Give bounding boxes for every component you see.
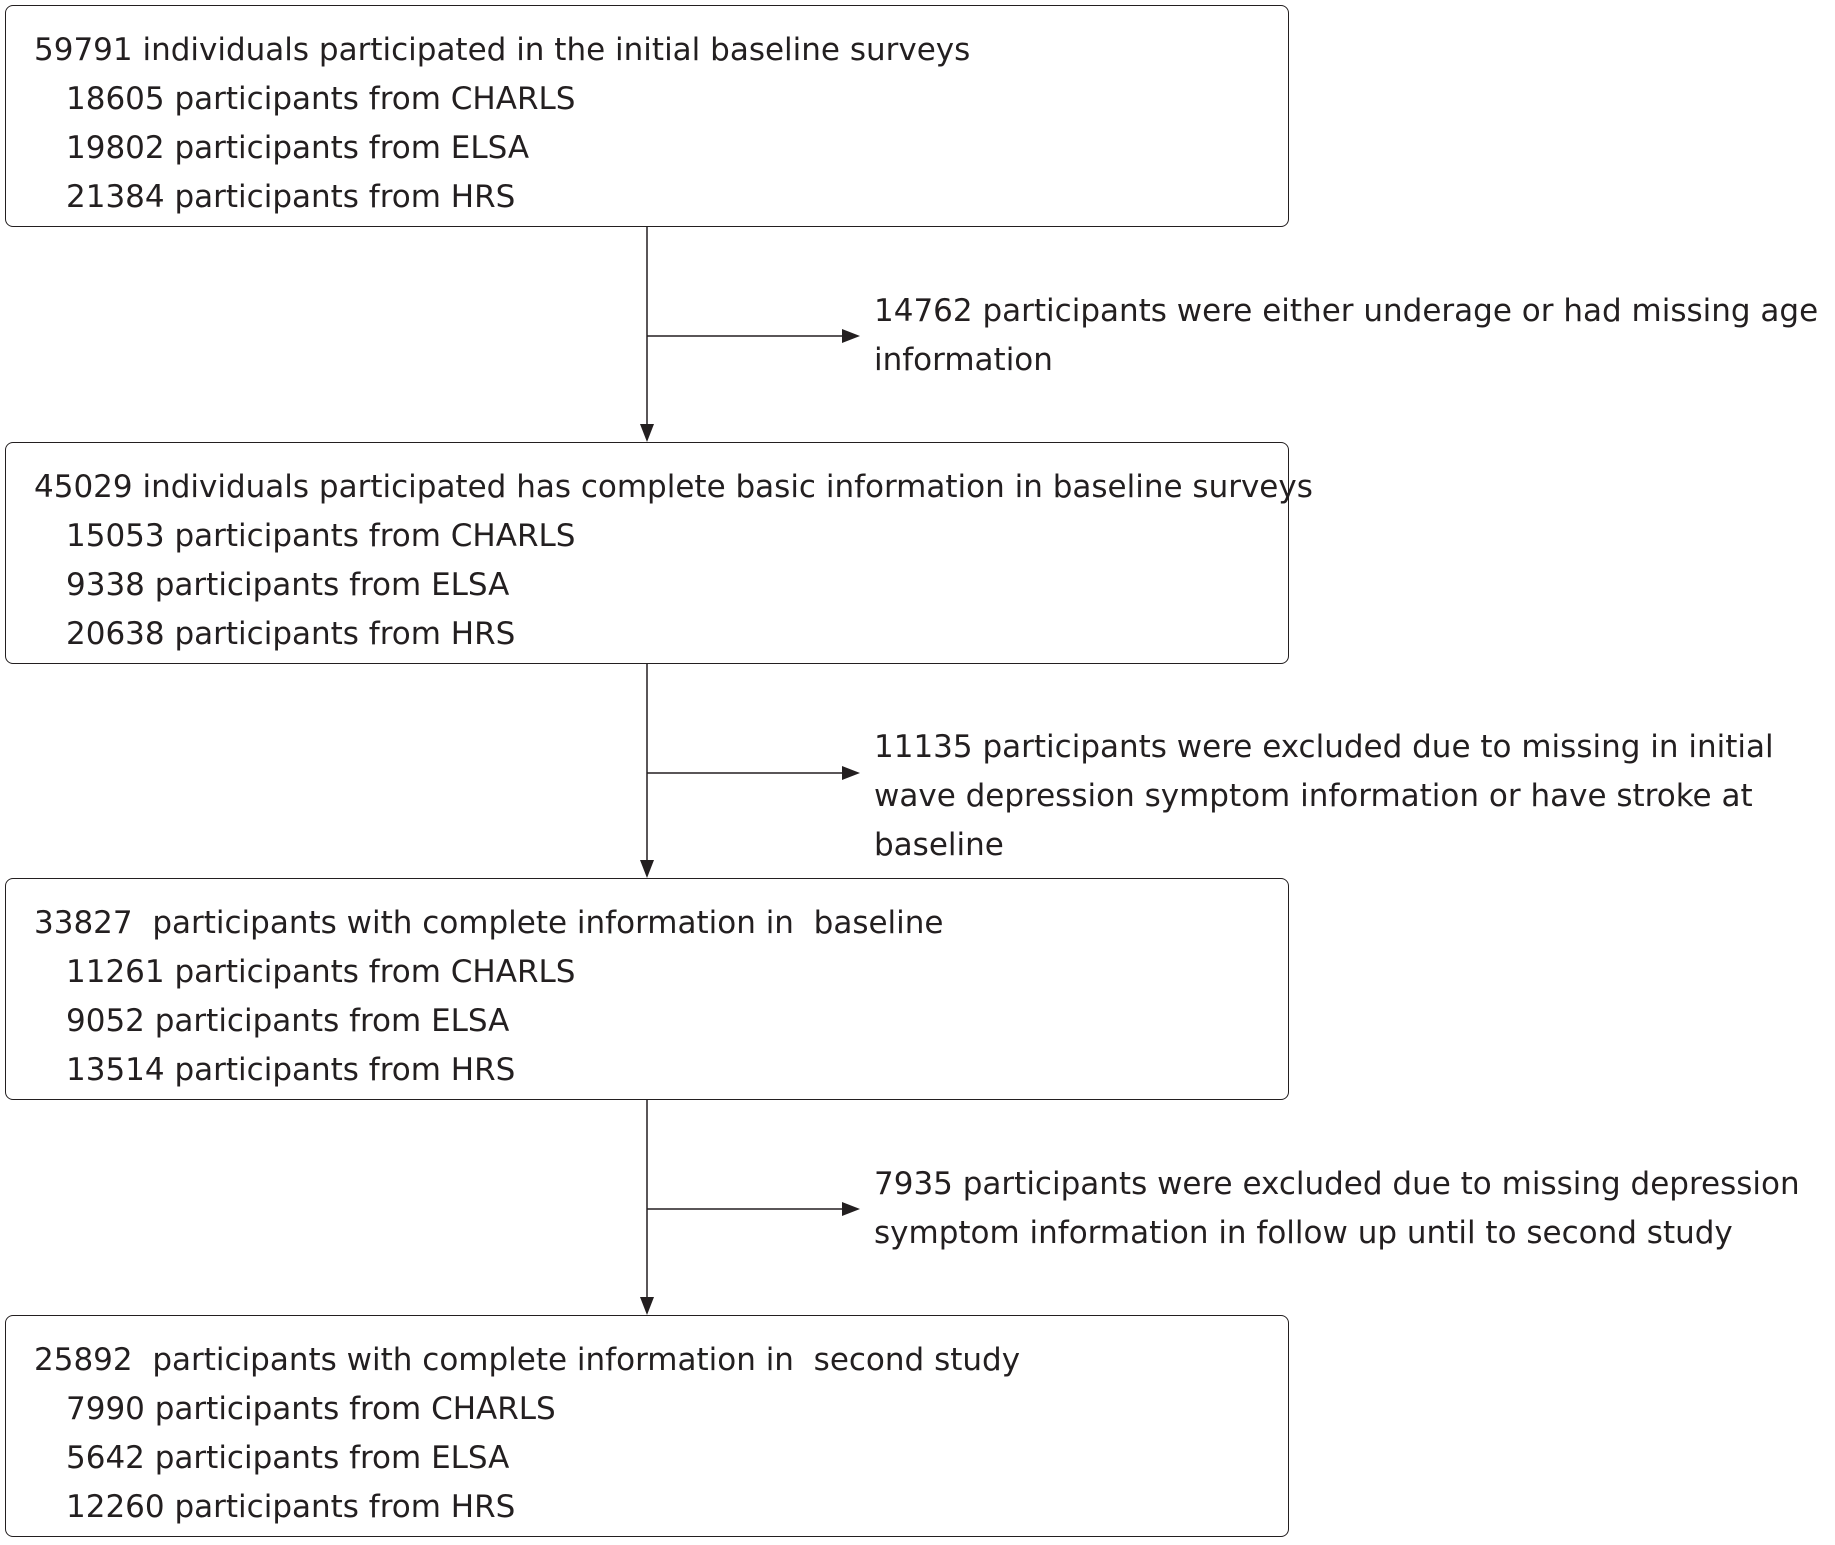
connector-2: [640, 664, 860, 878]
box-title: 25892 participants with complete informa…: [34, 1342, 1021, 1378]
exclusion-note-depression-stroke: 11135 participants were excluded due to …: [874, 729, 1774, 863]
right-arrowhead: [842, 329, 860, 343]
box-line-hrs: 12260 participants from HRS: [66, 1489, 516, 1525]
connector-1: [640, 227, 860, 442]
box-line-elsa: 9052 participants from ELSA: [66, 1003, 510, 1039]
box-title: 45029 individuals participated has compl…: [34, 469, 1313, 505]
right-arrowhead: [842, 1202, 860, 1216]
box-line-charls: 15053 participants from CHARLS: [66, 518, 576, 554]
connector-3: [640, 1100, 860, 1315]
down-arrowhead: [640, 1297, 654, 1315]
box-title: 33827 participants with complete informa…: [34, 905, 944, 941]
down-arrowhead: [640, 860, 654, 878]
box-title: 59791 individuals participated in the in…: [34, 32, 971, 68]
box-line-charls: 7990 participants from CHARLS: [66, 1391, 556, 1427]
box-line-charls: 18605 participants from CHARLS: [66, 81, 576, 117]
box-line-hrs: 20638 participants from HRS: [66, 616, 516, 652]
box-line-elsa: 5642 participants from ELSA: [66, 1440, 510, 1476]
flow-box-initial-baseline: 59791 individuals participated in the in…: [5, 5, 1289, 227]
box-line-elsa: 9338 participants from ELSA: [66, 567, 510, 603]
right-arrowhead: [842, 766, 860, 780]
flow-box-complete-baseline: 33827 participants with complete informa…: [5, 878, 1289, 1100]
box-line-charls: 11261 participants from CHARLS: [66, 954, 576, 990]
box-line-hrs: 21384 participants from HRS: [66, 179, 516, 215]
flow-box-second-study: 25892 participants with complete informa…: [5, 1315, 1289, 1537]
flow-box-complete-basic-info: 45029 individuals participated has compl…: [5, 442, 1313, 664]
exclusion-note-follow-up: 7935 participants were excluded due to m…: [874, 1166, 1800, 1251]
exclusion-note-age: 14762 participants were either underage …: [874, 293, 1819, 378]
down-arrowhead: [640, 424, 654, 442]
box-line-elsa: 19802 participants from ELSA: [66, 130, 530, 166]
box-line-hrs: 13514 participants from HRS: [66, 1052, 516, 1088]
